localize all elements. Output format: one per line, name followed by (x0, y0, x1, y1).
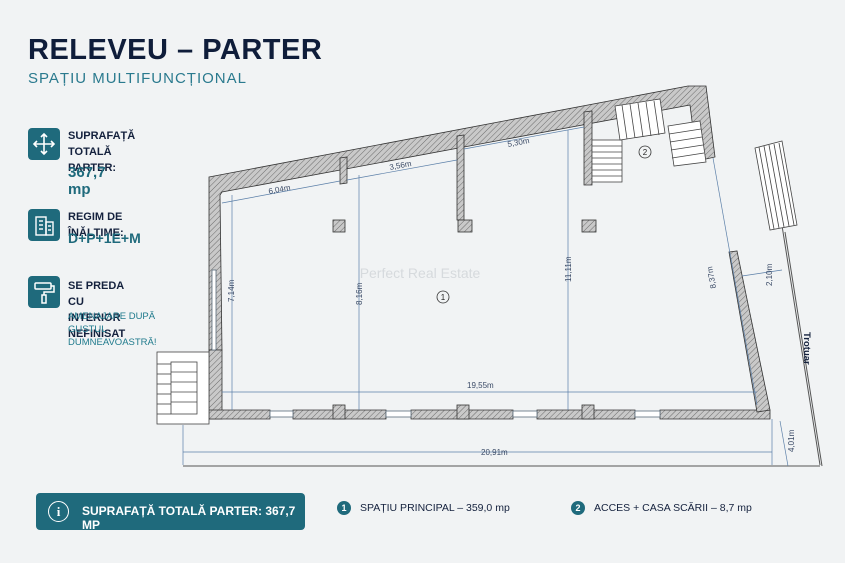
area-label: SUPRAFAȚĂ TOTALĂ PARTER: (68, 130, 136, 174)
dim-11-11: 11,11m (564, 256, 573, 282)
room-marker-1: 1 (436, 290, 450, 304)
room-number-2: 2 (643, 148, 648, 157)
legend-text: SPAȚIU PRINCIPAL – 359,0 mp (360, 502, 510, 514)
building-icon (28, 209, 60, 241)
dim-7-14: 7,14m (227, 279, 236, 302)
info-icon: i (48, 501, 69, 522)
room-marker-2: 2 (638, 145, 652, 159)
dim-8-37: 8,37m (705, 265, 718, 289)
page-subtitle: SPAȚIU MULTIFUNCȚIONAL (28, 70, 247, 87)
windows (211, 269, 661, 418)
dim-5-30: 5,30m (507, 136, 531, 149)
dim-6-04: 6,04m (268, 183, 292, 196)
total-area-text: SUPRAFAȚĂ TOTALĂ PARTER: 367,7 MP (82, 504, 296, 532)
watermark: Perfect Real Estate (360, 265, 481, 281)
total-area-banner: i SUPRAFAȚĂ TOTALĂ PARTER: 367,7 MP (36, 493, 305, 532)
height-label: REGIM DE ÎNĂLȚIME: (68, 211, 124, 239)
height-value: D+P+1E+M (68, 230, 141, 246)
area-value: 367,7 mp (68, 164, 106, 198)
dim-20-91: 20,91m (481, 448, 508, 457)
dim-8-16: 8,16m (355, 282, 364, 305)
dim-2-10: 2,10m (765, 263, 774, 286)
interior-note: AMENAJARE DUPĂ GUSTUL DUMNEAVOASTRĂ! (68, 311, 157, 348)
legend-number: 2 (571, 501, 585, 515)
dim-3-56: 3,56m (389, 159, 413, 172)
info-glyph: i (56, 504, 61, 519)
dim-19-55: 19,55m (467, 381, 494, 390)
move-arrows-icon (28, 128, 60, 160)
stairs (156, 98, 798, 425)
dim-4-01: 4,01m (787, 429, 796, 452)
dimension-lines (182, 126, 789, 467)
street-label: Trotuar (801, 332, 812, 365)
room-number-1: 1 (441, 293, 446, 302)
legend-number: 1 (337, 501, 351, 515)
paint-roller-icon (28, 276, 60, 308)
legend-text: ACCES + CASA SCĂRII – 8,7 mp (594, 502, 752, 514)
interior-label: SE PREDA CU INTERIOR NEFINISAT (68, 280, 126, 340)
page-title: RELEVEU – PARTER (28, 34, 323, 66)
walls (208, 85, 771, 420)
